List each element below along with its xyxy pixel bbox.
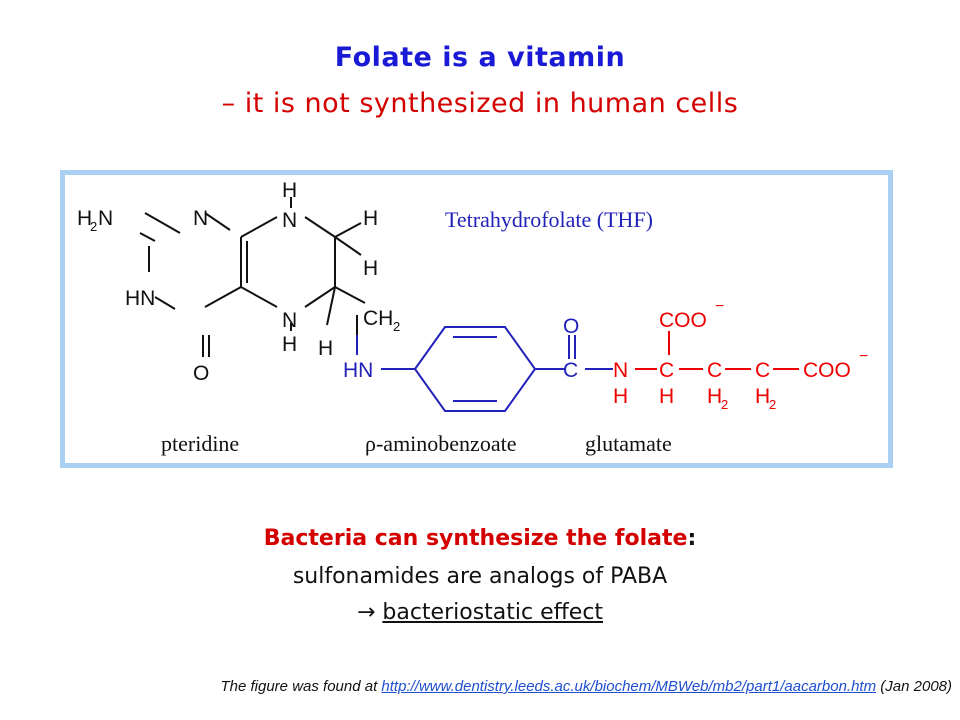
svg-text:CH: CH [363, 307, 393, 330]
caption-line-3: → bacteriostatic effect [0, 600, 960, 625]
svg-text:−: − [715, 298, 724, 315]
figure-label: Tetrahydrofolate (THF) [445, 207, 653, 232]
thf-structure-diagram: Tetrahydrofolate (THF) [77, 179, 868, 456]
paba-bonds [356, 326, 613, 412]
svg-text:H: H [282, 333, 297, 356]
paba-atoms: HN O C [343, 315, 579, 382]
svg-text:H: H [363, 257, 378, 280]
svg-text:2: 2 [721, 397, 728, 412]
figure-credit: The figure was found at http://www.denti… [0, 678, 952, 695]
label-pteridine: pteridine [161, 431, 239, 456]
svg-text:H: H [613, 385, 628, 408]
credit-prefix: The figure was found at [220, 678, 378, 695]
svg-text:H: H [363, 207, 378, 230]
svg-text:O: O [563, 315, 579, 338]
slide-title: Folate is a vitamin [334, 42, 626, 73]
svg-text:N: N [282, 309, 297, 332]
bacteriostatic-effect-text: bacteriostatic effect [382, 600, 604, 625]
svg-text:2: 2 [393, 319, 400, 334]
svg-text:COO: COO [803, 359, 851, 382]
caption-line-2: sulfonamides are analogs of PABA [292, 564, 668, 589]
svg-text:HN: HN [343, 359, 373, 382]
svg-text:H: H [318, 337, 333, 360]
svg-text:COO: COO [659, 309, 707, 332]
slide-subtitle: – it is not synthesized in human cells [221, 88, 739, 119]
svg-text:H: H [282, 179, 297, 202]
svg-text:H: H [707, 385, 722, 408]
svg-text:C: C [659, 359, 674, 382]
glutamate-atoms: N H COO− C H C H2 C H2 COO− [613, 298, 868, 412]
svg-text:H: H [659, 385, 674, 408]
caption-colon: : [687, 526, 697, 551]
svg-text:C: C [707, 359, 722, 382]
svg-text:2: 2 [769, 397, 776, 412]
glutamate-bonds [635, 331, 799, 370]
source-link[interactable]: http://www.dentistry.leeds.ac.uk/biochem… [381, 678, 877, 695]
svg-text:N: N [193, 207, 208, 230]
svg-text:2: 2 [90, 219, 97, 234]
credit-suffix: (Jan 2008) [880, 678, 952, 695]
pteridine-bonds [139, 197, 366, 357]
svg-text:H: H [755, 385, 770, 408]
svg-text:N: N [98, 207, 113, 230]
svg-text:N: N [613, 359, 628, 382]
thf-structure-figure: Tetrahydrofolate (THF) [60, 170, 893, 468]
svg-text:C: C [563, 359, 578, 382]
arrow-icon: → [356, 600, 376, 625]
caption-line-1: Bacteria can synthesize the folate: [0, 526, 960, 551]
svg-text:−: − [859, 348, 868, 365]
label-glutamate: glutamate [585, 431, 672, 456]
svg-text:N: N [282, 209, 297, 232]
svg-text:O: O [193, 362, 209, 385]
svg-text:HN: HN [125, 287, 155, 310]
label-paba: ρ-aminobenzoate [365, 431, 516, 456]
svg-text:H: H [77, 207, 92, 230]
svg-text:C: C [755, 359, 770, 382]
caption-bacteria-text: Bacteria can synthesize the folate [263, 526, 688, 551]
